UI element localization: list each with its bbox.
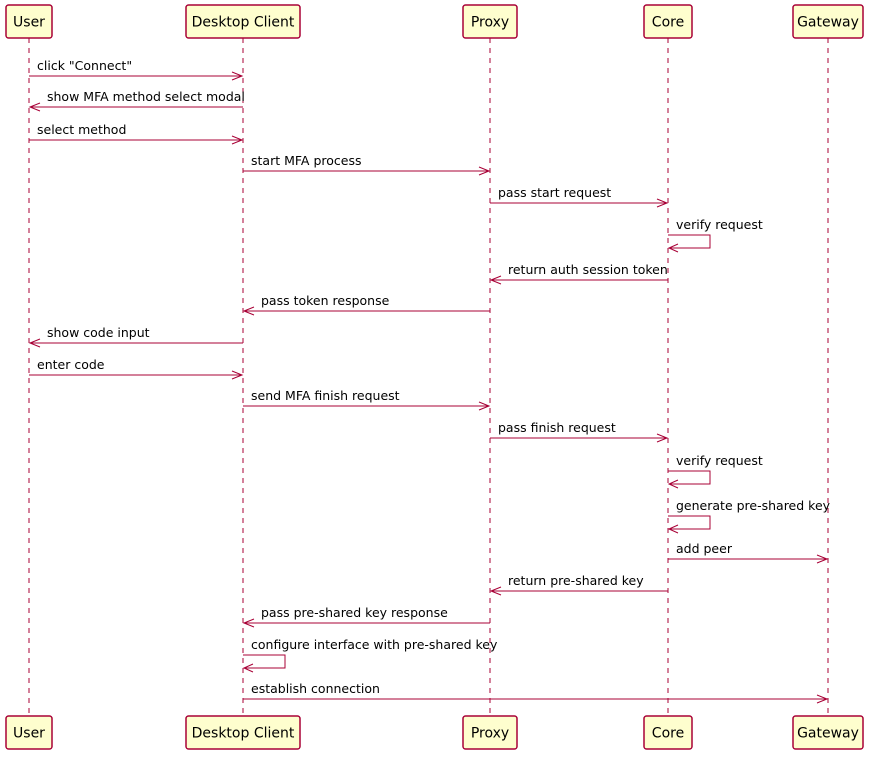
message-19: establish connection xyxy=(243,681,829,704)
message-label: configure interface with pre-shared key xyxy=(251,637,498,652)
arrow-head xyxy=(28,338,41,348)
arrow-head xyxy=(816,694,829,704)
participant-label: Desktop Client xyxy=(192,726,295,742)
self-message-line xyxy=(668,515,711,530)
message-label: start MFA process xyxy=(251,153,361,168)
arrow-head xyxy=(816,554,829,564)
participant-user-top: User xyxy=(5,4,53,39)
message-13: verify request xyxy=(667,453,763,489)
participant-core-top: Core xyxy=(643,4,693,39)
participant-proxy-top: Proxy xyxy=(462,4,518,39)
message-label: add peer xyxy=(676,541,733,556)
arrow-head xyxy=(242,663,254,673)
participant-box xyxy=(643,715,693,750)
message-8: pass token response xyxy=(242,293,490,316)
participant-box xyxy=(5,715,53,750)
message-5: pass start request xyxy=(490,185,669,208)
arrow-head xyxy=(242,306,255,316)
participant-label: Gateway xyxy=(797,15,859,31)
participant-label: Desktop Client xyxy=(192,15,295,31)
message-10: enter code xyxy=(29,357,244,380)
arrow-head xyxy=(28,102,41,112)
participant-label: User xyxy=(13,726,45,742)
participant-label: Proxy xyxy=(471,15,509,31)
message-18: configure interface with pre-shared key xyxy=(242,637,498,673)
message-6: verify request xyxy=(667,217,763,253)
message-4: start MFA process xyxy=(243,153,491,176)
participant-user-bottom: User xyxy=(5,715,53,750)
message-9: show code input xyxy=(28,325,243,348)
participant-core-bottom: Core xyxy=(643,715,693,750)
message-label: pass finish request xyxy=(498,420,616,435)
message-16: return pre-shared key xyxy=(489,573,668,596)
arrow-head xyxy=(478,166,491,176)
arrow-head xyxy=(489,275,502,285)
arrow-head xyxy=(667,479,679,489)
message-label: pass start request xyxy=(498,185,611,200)
participant-gateway-bottom: Gateway xyxy=(792,715,864,750)
message-label: verify request xyxy=(676,453,763,468)
message-label: establish connection xyxy=(251,681,380,696)
message-7: return auth session token xyxy=(489,262,668,285)
arrow-head xyxy=(231,71,244,81)
self-message-line xyxy=(668,234,711,249)
message-label: return auth session token xyxy=(508,262,668,277)
message-label: show MFA method select modal xyxy=(47,89,245,104)
participant-label: User xyxy=(13,15,45,31)
participant-box xyxy=(462,4,518,39)
arrow-head xyxy=(489,586,502,596)
message-label: verify request xyxy=(676,217,763,232)
participant-box xyxy=(792,715,864,750)
message-label: click "Connect" xyxy=(37,58,132,73)
participant-box xyxy=(185,4,301,39)
message-15: add peer xyxy=(668,541,829,564)
message-3: select method xyxy=(29,122,244,145)
arrow-head xyxy=(478,401,491,411)
arrow-head xyxy=(242,618,255,628)
messages: click "Connect" show MFA method select mo… xyxy=(28,58,831,704)
message-2: show MFA method select modal xyxy=(28,89,245,112)
self-message-line xyxy=(243,654,286,669)
participant-label: Core xyxy=(652,726,684,742)
arrow-head xyxy=(231,135,244,145)
message-17: pass pre-shared key response xyxy=(242,605,490,628)
message-11: send MFA finish request xyxy=(243,388,491,411)
self-message-line xyxy=(668,470,711,485)
message-14: generate pre-shared key xyxy=(667,498,831,534)
participant-gateway-top: Gateway xyxy=(792,4,864,39)
message-label: show code input xyxy=(47,325,150,340)
participant-box xyxy=(643,4,693,39)
participant-desktop-bottom: Desktop Client xyxy=(185,715,301,750)
participant-box xyxy=(5,4,53,39)
message-label: generate pre-shared key xyxy=(676,498,831,513)
message-1: click "Connect" xyxy=(29,58,244,81)
arrow-head xyxy=(667,524,679,534)
participant-desktop-top: Desktop Client xyxy=(185,4,301,39)
participant-label: Proxy xyxy=(471,726,509,742)
message-label: return pre-shared key xyxy=(508,573,644,588)
arrow-head xyxy=(667,243,679,253)
participant-box xyxy=(185,715,301,750)
participant-box xyxy=(462,715,518,750)
arrow-head xyxy=(656,433,669,443)
participant-proxy-bottom: Proxy xyxy=(462,715,518,750)
participant-label: Gateway xyxy=(797,726,859,742)
message-label: enter code xyxy=(37,357,105,372)
arrow-head xyxy=(656,198,669,208)
participant-box xyxy=(792,4,864,39)
lifelines xyxy=(28,38,829,716)
message-label: send MFA finish request xyxy=(251,388,400,403)
message-label: pass pre-shared key response xyxy=(261,605,448,620)
message-12: pass finish request xyxy=(490,420,669,443)
message-label: select method xyxy=(37,122,126,137)
participant-label: Core xyxy=(652,15,684,31)
message-label: pass token response xyxy=(261,293,390,308)
arrow-head xyxy=(231,370,244,380)
